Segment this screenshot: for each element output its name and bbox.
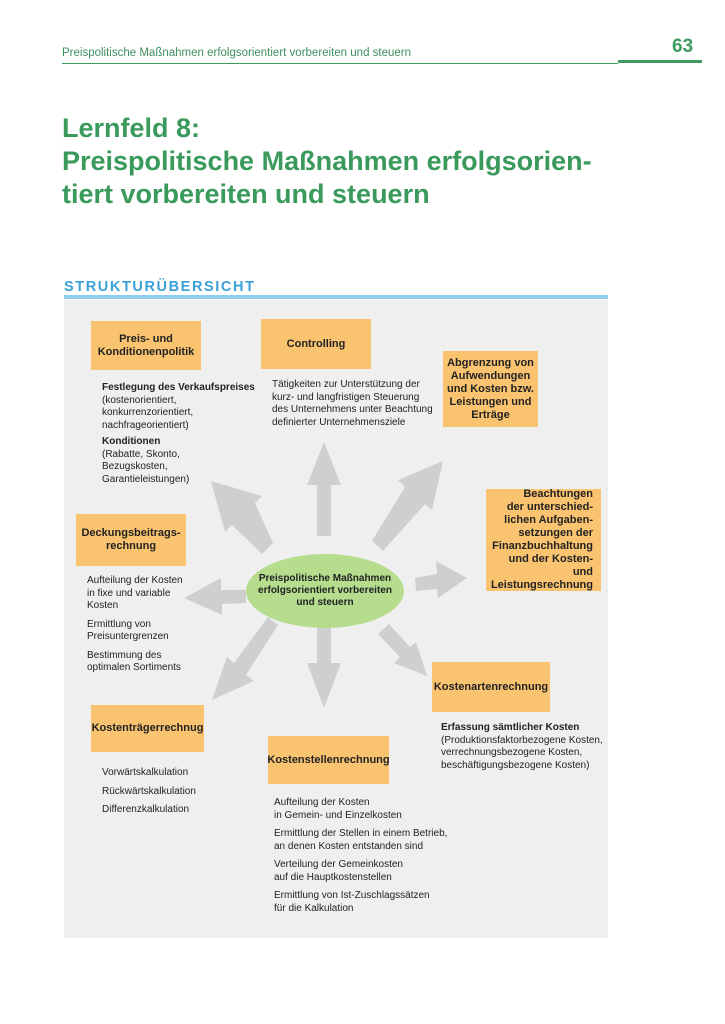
node-title-line: Preis- und [119,332,173,345]
description-line: nachfrageorientiert) [102,419,189,431]
node-kostenartenrechnung: Kostenartenrechnung [432,662,550,712]
description-line: des Unternehmens unter Beachtung [272,404,433,415]
description-line: Ermittlung der Stellen in einem Betrieb, [274,828,448,839]
description-line: Preisuntergrenzen [87,631,169,642]
node-title-line: der unterschied- [506,501,593,513]
description-line: Bezugskosten, [102,461,168,472]
node-beachtungen: Beachtungen der unterschied- lichen Aufg… [486,488,601,591]
node-kostenstellenrechnung: Kostenstellenrechnung [267,736,390,784]
description-line: (kostenorientiert, [102,394,177,406]
node-title-line: Konditionenpolitik [97,345,195,358]
description-line: Tätigkeiten zur Unterstützung der [272,379,420,390]
node-title-line: setzungen der [518,527,593,539]
description-line: verrechnungsbezogene Kosten, [441,747,583,758]
header-rule [62,63,618,64]
section-heading: STRUKTURÜBERSICHT [64,279,256,295]
node-title-line: Beachtungen [523,488,593,500]
description-line: (Produktionsfaktorbezogene Kosten, [441,734,603,746]
arrow-right [415,561,467,598]
arrow-up-right [372,461,443,551]
arrow-up [307,442,341,536]
node-title-line: und der Kosten- und [508,553,593,578]
center-topic: Preispolitische Maßnahmen erfolgsorienti… [246,554,404,628]
node-title-line: Deckungsbeitrags- [81,527,181,539]
description-line: Bestimmung des [87,649,162,661]
node-kostenstellen-description: Aufteilung der Kosten in Gemein- und Ein… [274,797,447,915]
description-line: Differenzkalkulation [102,804,190,815]
description-line: Festlegung des Verkaufspreises [102,382,255,393]
description-line: für die Kalkulation [274,902,354,914]
node-deckung-description: Aufteilung der Kosten in fixe und variab… [87,575,183,675]
chapter-title-line: tiert vorbereiten und steuern [62,179,430,209]
arrow-down [307,606,341,708]
description-line: an denen Kosten entstanden sind [274,840,424,852]
node-title-line: lichen Aufgaben- [504,514,593,526]
node-title: Kostenstellenrechnung [267,753,390,766]
node-title-line: Aufwendungen [450,369,531,382]
node-abgrenzung: Abgrenzung von Aufwendungen und Kosten b… [443,351,538,427]
description-line: Rückwärtskalkulation [102,785,196,797]
description-line: Vorwärtskalkulation [102,767,189,778]
section-rule [64,295,608,299]
center-topic-line: erfolgsorientiert vorbereiten [258,585,392,596]
node-preis-konditionenpolitik: Preis- und Konditionenpolitik [91,321,201,370]
node-title: Controlling [286,337,346,350]
running-header: Preispolitische Maßnahmen erfolgsorienti… [62,47,412,59]
node-title-line: Leistungen und [449,395,532,408]
center-topic-line: und steuern [296,597,354,608]
description-line: beschäftigungsbezogene Kosten) [441,759,590,771]
node-title-line: rechnung [105,540,157,552]
node-title-line: und Kosten bzw. [447,382,534,395]
arrow-down-right [378,624,427,676]
node-title-line: Erträge [471,408,510,421]
center-topic-line: Preispolitische Maßnahmen [258,573,392,584]
description-line: Ermittlung von [87,618,151,630]
node-title-line: Finanzbuchhaltung [492,540,593,552]
chapter-title-line: Preispolitische Maßnahmen erfolgsorien- [62,146,592,176]
header-rule-accent [618,60,702,63]
description-line: kurz- und langfristigen Steuerung [272,391,420,403]
node-controlling-description: Tätigkeiten zur Unterstützung der kurz- … [272,379,433,429]
description-line: (Rabatte, Skonto, [102,448,180,460]
description-line: in fixe und variable [87,587,171,599]
node-title: Kostenartenrechnung [433,680,549,693]
description-line: konkurrenzorientiert, [102,407,194,418]
node-title: Kostenträgerrechnug [91,722,204,734]
description-line: Konditionen [102,436,161,447]
arrow-up-left [211,481,273,554]
node-kostentraegerrechnung: Kostenträgerrechnug [91,705,204,752]
chapter-title: Lernfeld 8: Preispolitische Maßnahmen er… [62,112,662,211]
description-line: in Gemein- und Einzelkosten [274,809,402,821]
description-line: Aufteilung der Kosten [274,797,370,808]
node-title-line: Abgrenzung von [447,356,534,369]
arrow-down-left [212,617,278,700]
description-line: Verteilung der Gemeinkosten [274,859,403,870]
node-kostentraeger-description: Vorwärtskalkulation Rückwärtskalkulation… [102,767,196,817]
description-line: Erfassung sämtlicher Kosten [441,722,580,733]
description-line: auf die Hauptkostenstellen [274,871,392,883]
arrow-left [184,578,246,615]
node-title-line: Leistungsrechnung [490,579,593,591]
node-preis-description: Festlegung des Verkaufspreises (kostenor… [102,382,255,486]
description-line: definierter Unternehmensziele [272,416,406,428]
description-line: optimalen Sortiments [87,662,181,673]
page-number: 63 [672,36,694,57]
node-deckungsbeitragsrechnung: Deckungsbeitrags- rechnung [76,514,186,566]
node-kostenarten-description: Erfassung sämtlicher Kosten (Produktions… [441,722,603,772]
description-line: Kosten [87,600,119,611]
node-controlling: Controlling [261,319,371,369]
description-line: Aufteilung der Kosten [87,575,183,586]
description-line: Garantieleistungen) [102,473,190,485]
description-line: Ermittlung von Ist-Zuschlagssätzen [274,890,430,901]
chapter-title-line: Lernfeld 8: [62,113,201,143]
